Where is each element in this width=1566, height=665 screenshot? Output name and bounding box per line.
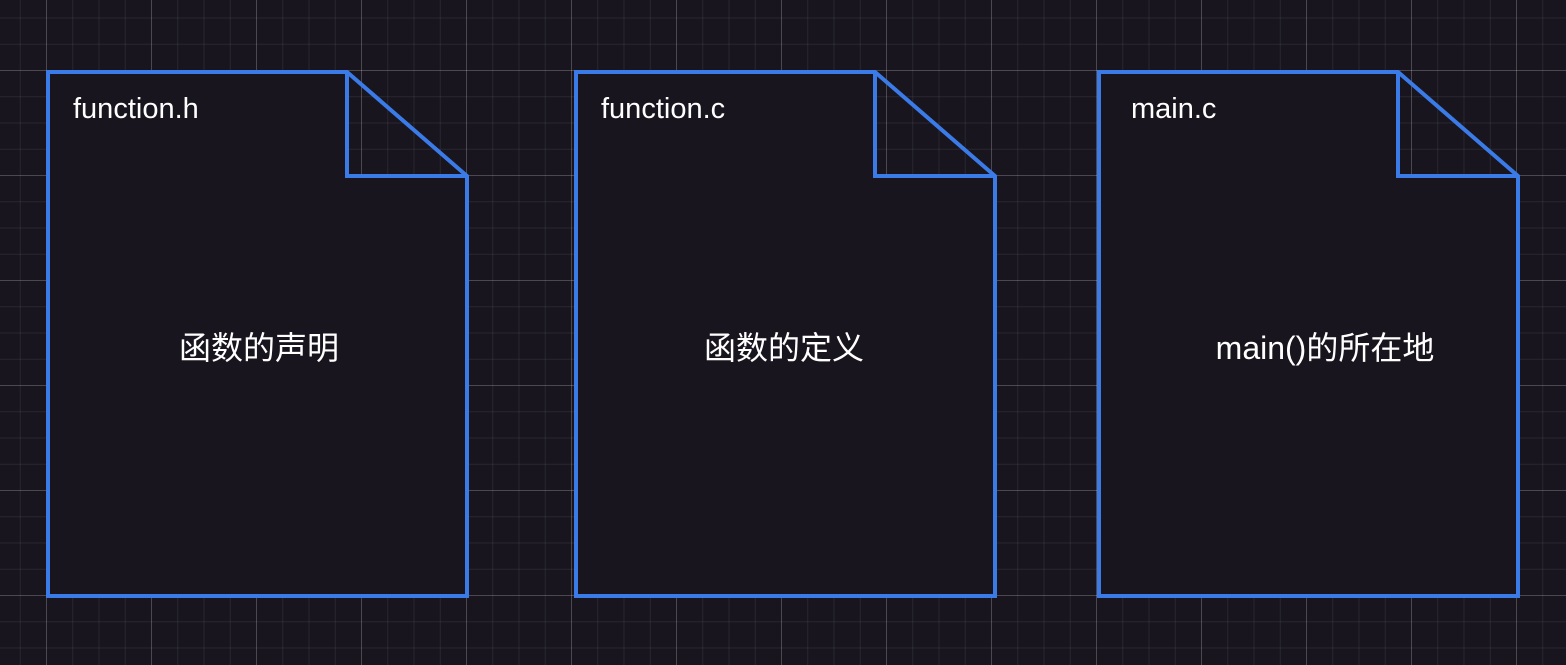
- document-title-function-h: function.h: [73, 93, 199, 125]
- document-title-main-c: main.c: [1131, 93, 1217, 125]
- document-shape-function-c[interactable]: [574, 70, 997, 598]
- document-shape-main-c[interactable]: [1097, 70, 1520, 598]
- document-content-main-c: main()的所在地: [1215, 330, 1435, 366]
- document-content-function-h: 函数的声明: [178, 330, 340, 366]
- document-title-function-c: function.c: [601, 93, 726, 125]
- document-content-function-c: 函数的定义: [703, 330, 865, 366]
- document-shape-function-h[interactable]: [46, 70, 469, 598]
